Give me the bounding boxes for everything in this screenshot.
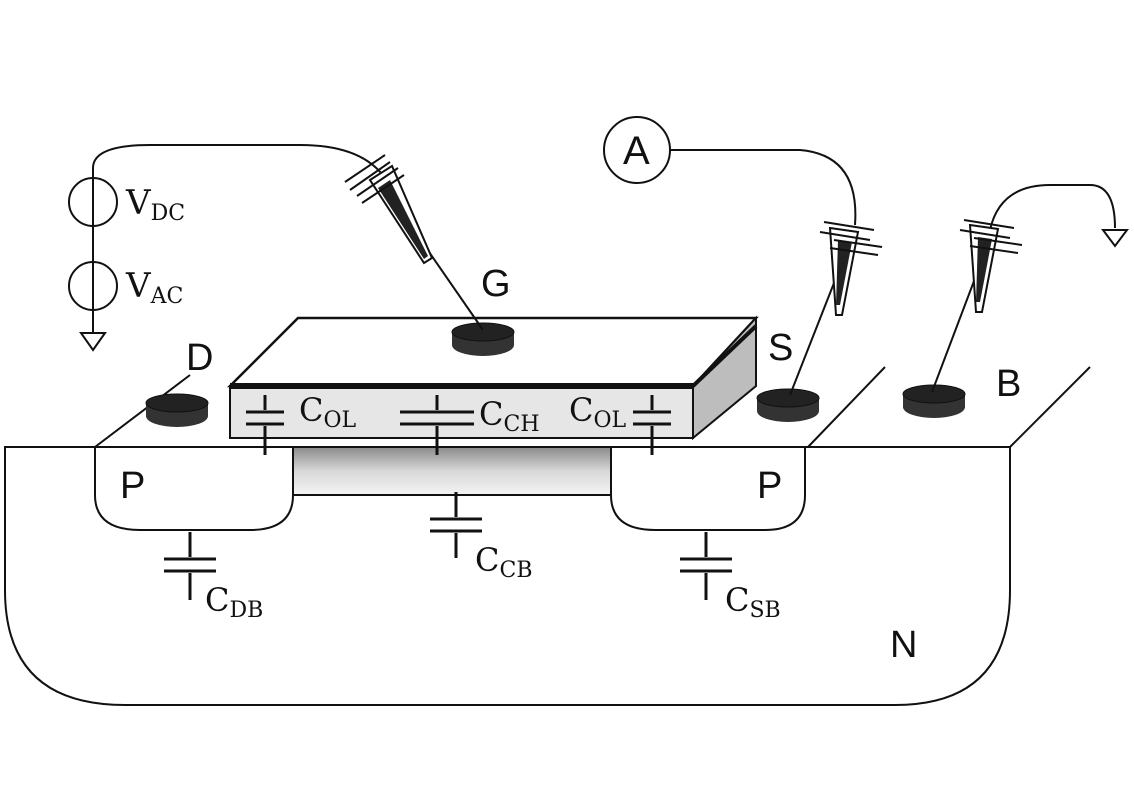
cap-label-overlap-right: COL <box>569 391 627 433</box>
substrate-label: N <box>890 624 917 666</box>
dc-source-label: VDC <box>125 183 185 226</box>
channel-region <box>292 446 612 496</box>
n-substrate <box>4 446 1011 706</box>
ac-source-label: VAC <box>125 266 183 309</box>
ground-symbol <box>1101 229 1129 248</box>
drain-label: D <box>186 337 213 379</box>
cap-label-source-body: CSB <box>725 581 781 623</box>
body-ground-wire <box>989 184 1116 231</box>
ammeter-label: A <box>623 129 650 173</box>
cap-label-channel-body: CCB <box>475 541 532 583</box>
p-well-drain <box>94 447 294 531</box>
capacitor-overlap-right <box>633 395 671 455</box>
source-well-label: P <box>757 465 782 507</box>
capacitor-source-body <box>680 532 732 600</box>
drain-contact <box>145 393 209 427</box>
surface-perspective-lines <box>94 366 1091 448</box>
capacitor-overlap-left <box>246 395 284 455</box>
body-contact <box>902 384 966 418</box>
gate-contact <box>451 322 515 356</box>
ammeter-wire <box>670 149 857 226</box>
drain-well-label: P <box>120 465 145 507</box>
p-well-source <box>610 447 806 531</box>
cap-label-drain-body: CDB <box>205 581 263 623</box>
source-probe <box>789 221 883 396</box>
cap-label-channel: CCH <box>479 395 540 437</box>
source-contact <box>756 388 820 422</box>
source-label: S <box>768 327 793 369</box>
capacitor-channel-body <box>430 492 482 558</box>
capacitor-drain-body <box>164 532 216 600</box>
body-probe <box>931 219 1023 393</box>
gate-stack <box>226 315 759 441</box>
gate-label: G <box>481 263 511 305</box>
gate-probe <box>344 154 484 331</box>
body-label: B <box>996 363 1021 405</box>
cap-label-overlap-left: COL <box>299 391 357 433</box>
capacitor-channel <box>400 395 474 455</box>
